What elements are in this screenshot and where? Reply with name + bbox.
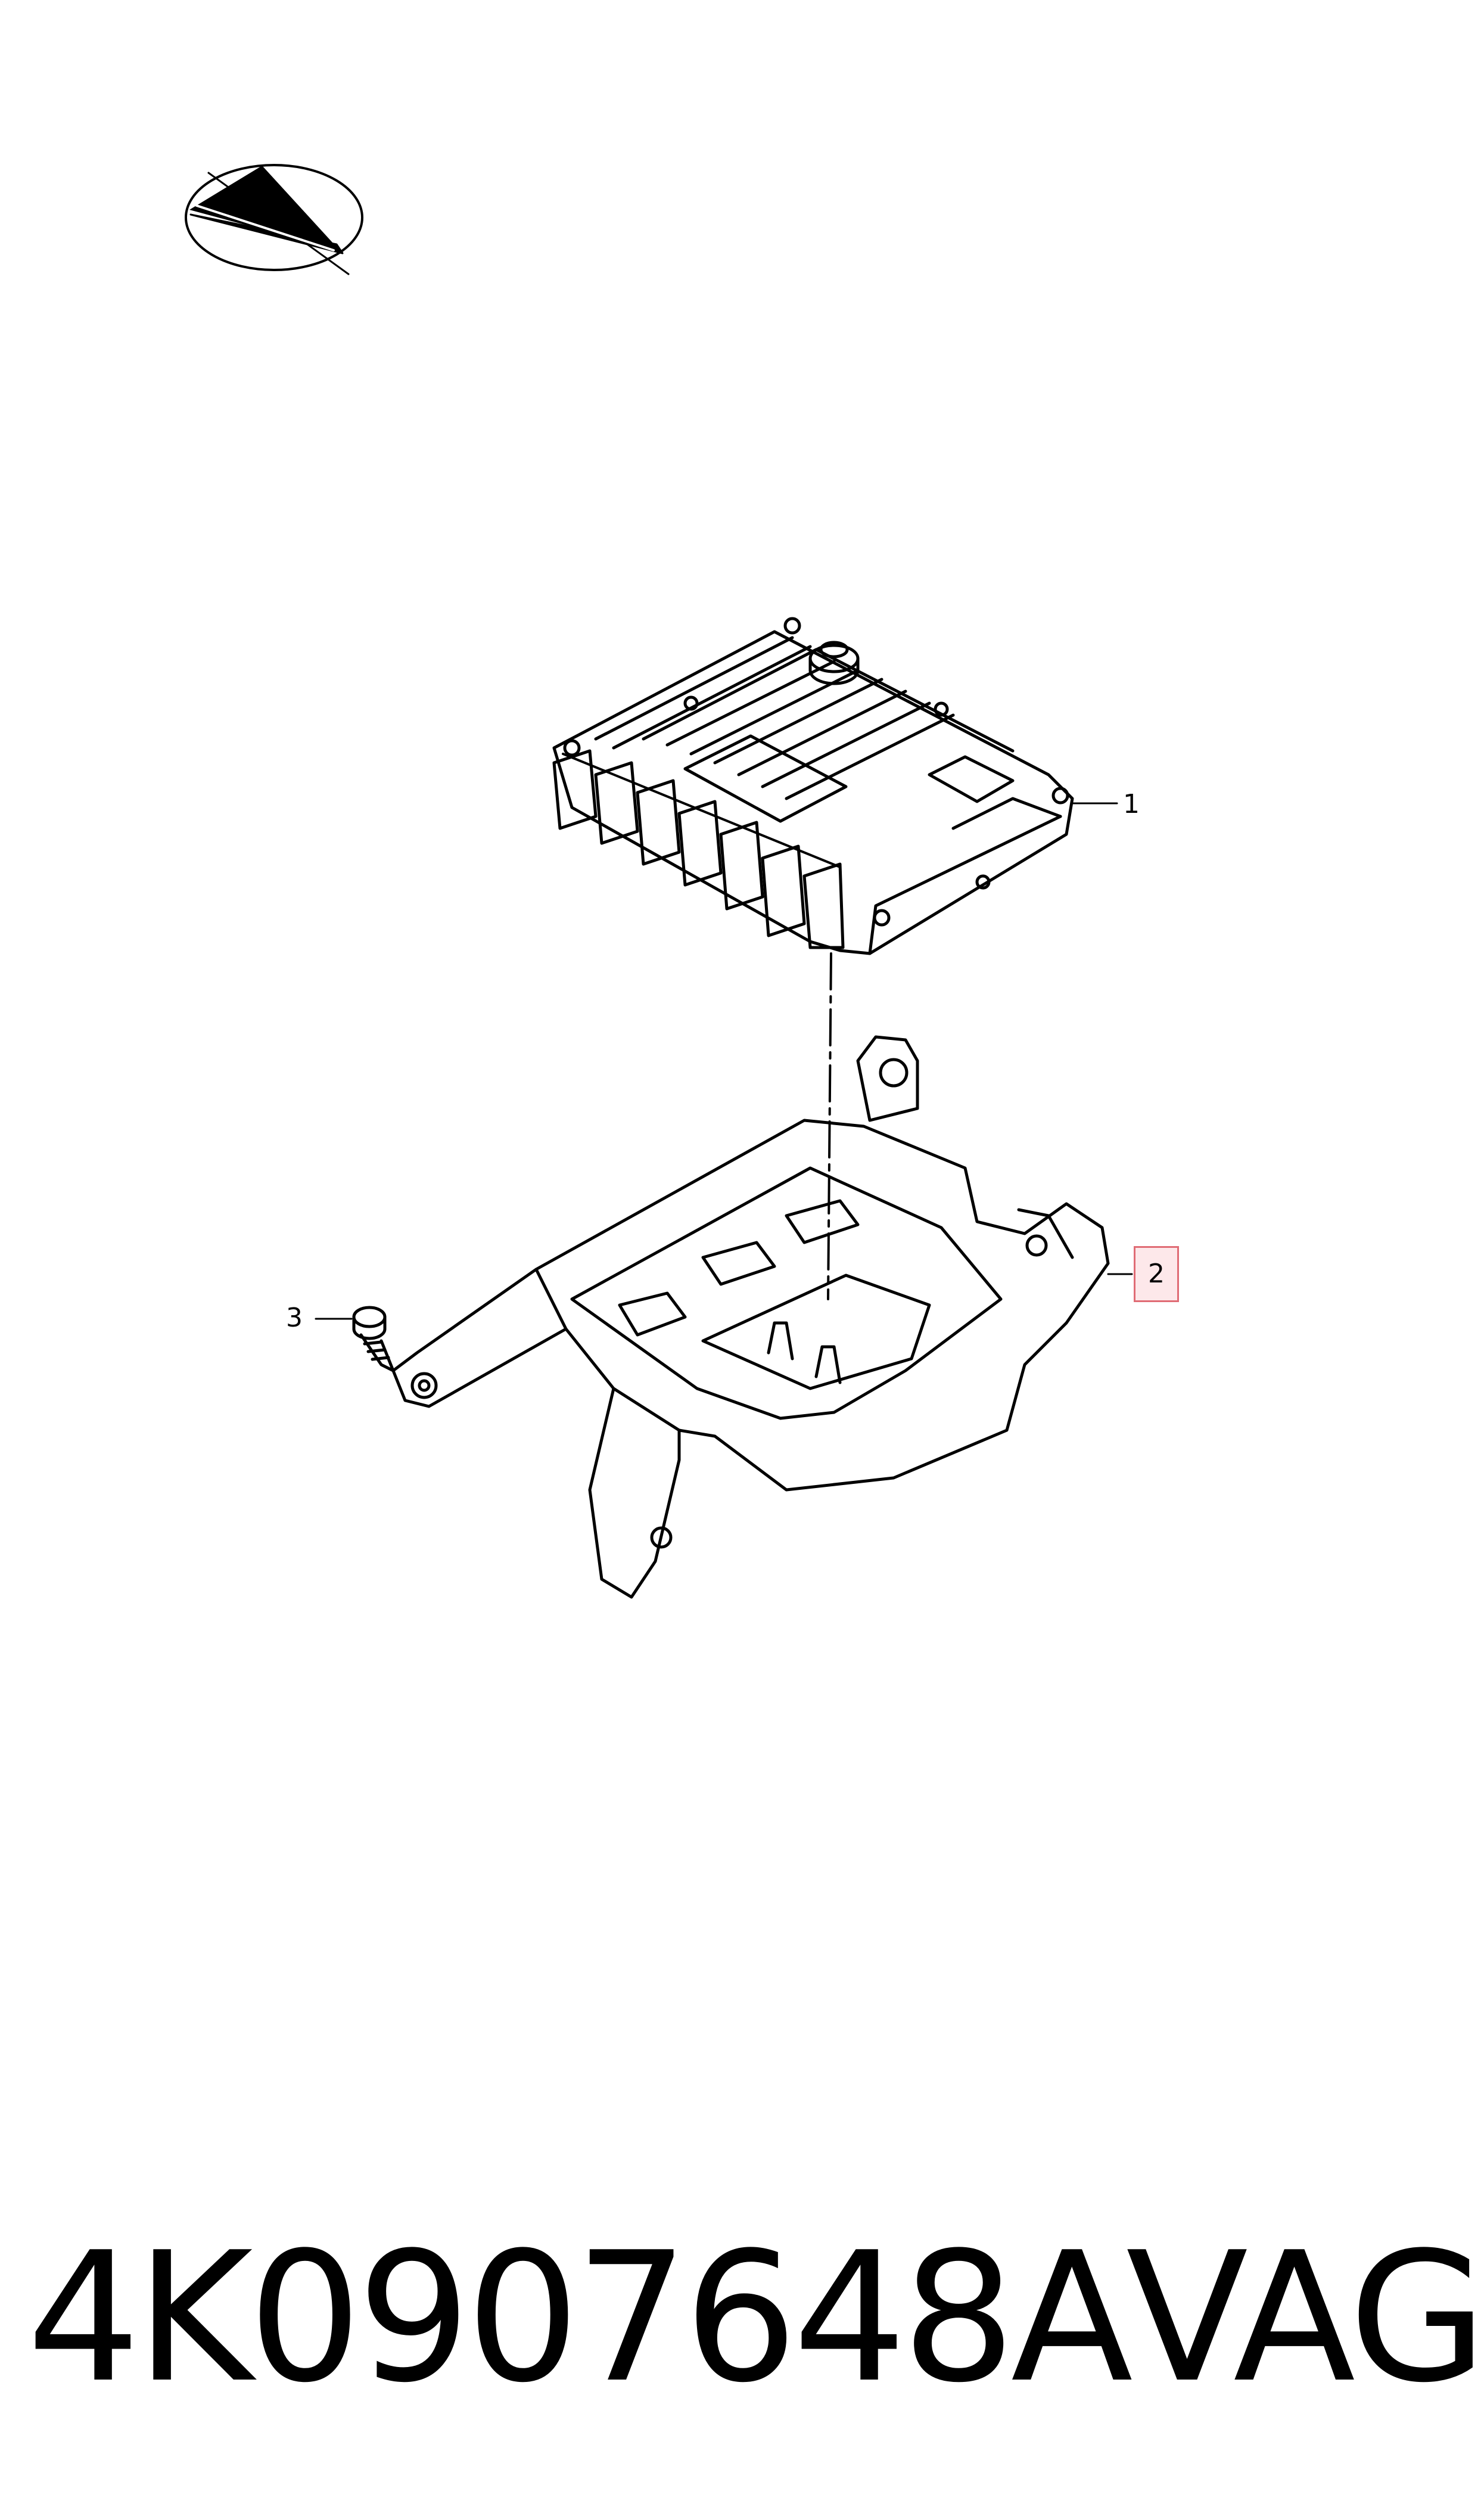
callout-1-label: 1 — [1123, 789, 1140, 819]
assembly-axis-line — [827, 952, 832, 1300]
callout-2-text: 2 — [1148, 1259, 1165, 1289]
brand-name: VAG — [1126, 2214, 1484, 2422]
control-unit-part — [552, 617, 1118, 955]
part-number: 4K0907648A — [27, 2214, 1133, 2422]
callout-3-label: 3 — [286, 1303, 303, 1333]
bracket-part — [391, 1035, 1133, 1599]
orientation-arrow-icon — [185, 164, 363, 275]
connector-blocks — [552, 749, 845, 949]
screw-part — [315, 1306, 395, 1372]
footer: 4K0907648A VAG — [0, 2229, 1484, 2431]
callout-2-label: 2 — [1134, 1246, 1179, 1302]
